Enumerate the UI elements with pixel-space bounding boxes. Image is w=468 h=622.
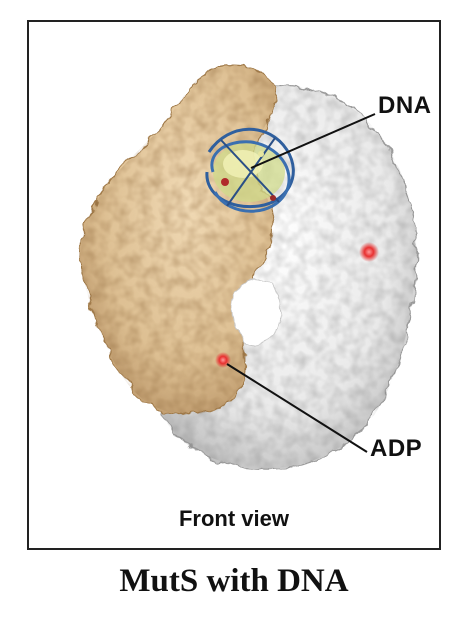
view-caption: Front view [178, 506, 289, 531]
adp-marker-right [359, 242, 379, 262]
dna-callout-line [250, 113, 376, 169]
adp-label: ADP [370, 435, 423, 462]
dna-label: DNA [378, 92, 432, 119]
muts-structure-image [80, 65, 417, 469]
adp-callout-line [226, 363, 368, 453]
central-channel [231, 278, 282, 346]
dna-helix [205, 127, 295, 213]
figure-frame: DNA ADP Front view [27, 20, 441, 550]
figure-title: MutS with DNA [119, 563, 349, 599]
